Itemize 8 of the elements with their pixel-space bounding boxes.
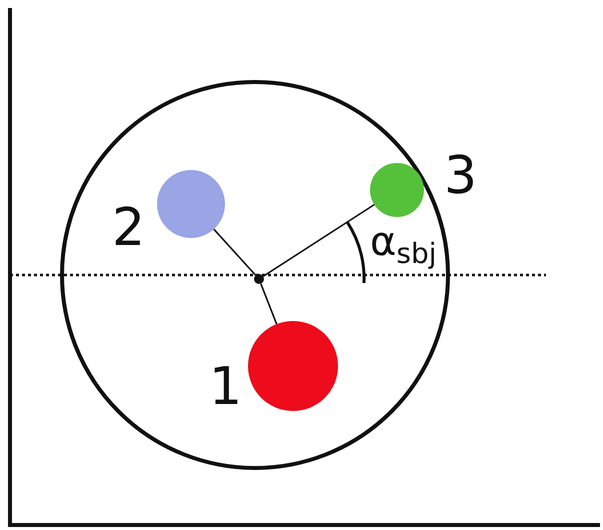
angle-label: α$_{sbj}$ <box>370 222 437 268</box>
connector-line <box>262 204 375 277</box>
ball-number: 2 <box>112 202 146 254</box>
connector-line <box>213 228 256 276</box>
center-dot <box>254 274 264 284</box>
ball-number: 3 <box>444 150 478 202</box>
ball-number: 1 <box>209 361 242 413</box>
connector-line <box>260 283 278 324</box>
